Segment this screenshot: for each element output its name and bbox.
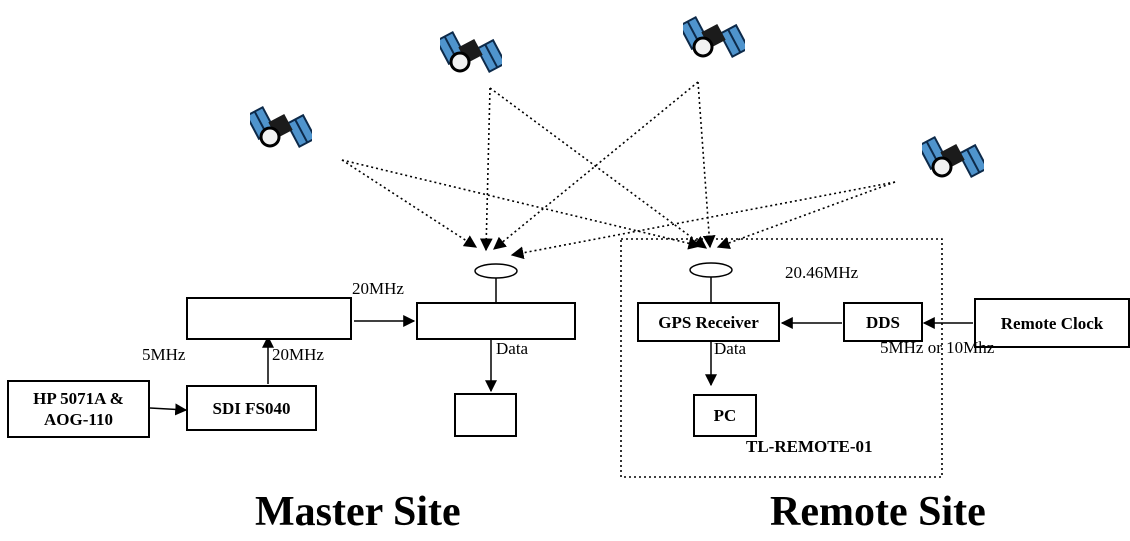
remote-clock-box: Remote Clock (974, 298, 1130, 348)
signal-line (716, 181, 896, 250)
master-20mhz-top-label: 20MHz (352, 279, 404, 298)
signal-line (341, 159, 702, 250)
master-20mhz-vertical-label: 20MHz (272, 345, 324, 364)
signal-line (479, 87, 493, 252)
master-upper-box (186, 297, 352, 340)
master-data-label: Data (496, 339, 529, 358)
remote-5-or-10mhz-label: 5MHz or 10Mhz (880, 338, 995, 357)
arrow-icon (149, 403, 188, 416)
remote-data-label: Data (714, 339, 747, 358)
signal-line (341, 159, 478, 248)
hp-clock-box: HP 5071A & AOG-110 (7, 380, 150, 438)
satellite-icon (683, 15, 745, 59)
signal-line (510, 181, 896, 260)
master-pc-box (454, 393, 517, 437)
signal-line (493, 81, 699, 250)
satellite-icon (440, 30, 502, 74)
sdi-box: SDI FS040 (186, 385, 317, 431)
master-receiver-box (416, 302, 576, 340)
signal-lines (341, 81, 896, 260)
remote-id-label: TL-REMOTE-01 (746, 437, 873, 456)
gps-receiver-box: GPS Receiver (637, 302, 780, 342)
master-5mhz-label: 5MHz (142, 345, 186, 364)
remote-pc-box: PC (693, 394, 757, 437)
satellite-icon (922, 135, 984, 179)
remote-site-title: Remote Site (770, 489, 986, 535)
signal-line (697, 81, 716, 249)
antenna-icon (689, 262, 733, 278)
remote-site-frame (620, 238, 943, 478)
dds-box: DDS (843, 302, 923, 342)
satellite-icon (250, 105, 312, 149)
master-site-title: Master Site (255, 489, 461, 535)
antenna-icon (474, 263, 518, 279)
remote-20-46mhz-label: 20.46MHz (785, 263, 859, 282)
